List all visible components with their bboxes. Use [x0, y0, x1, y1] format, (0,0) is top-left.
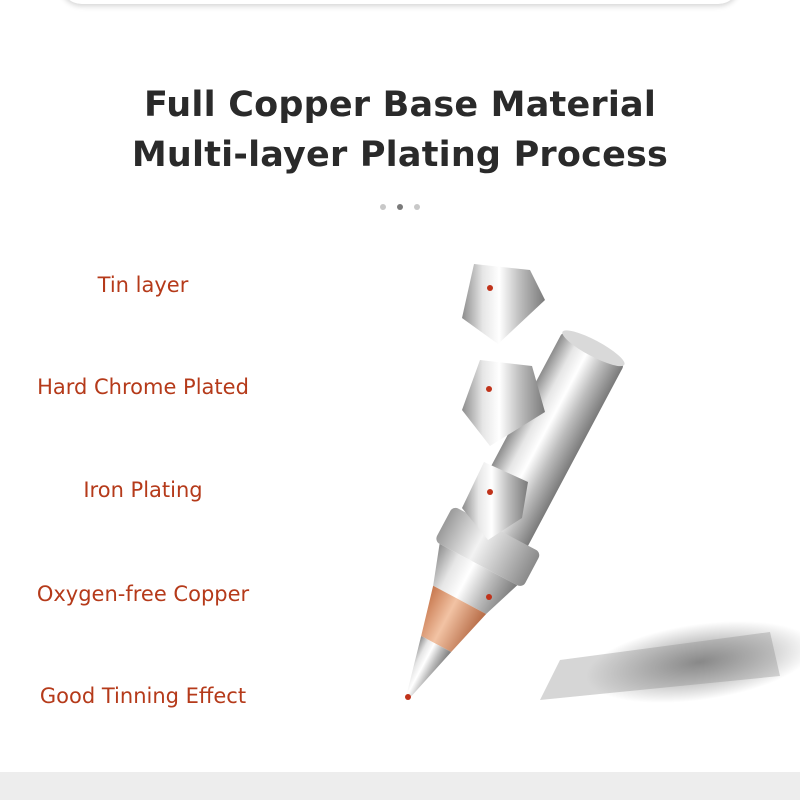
- copper-band: [421, 585, 487, 653]
- tip-point: [406, 636, 452, 698]
- top-card: [60, 0, 740, 4]
- tip-body-end: [562, 330, 625, 367]
- label-tin-layer: Tin layer: [97, 273, 189, 297]
- carousel-dot-2-active[interactable]: [397, 204, 403, 210]
- marker-dot-chrome: [486, 386, 492, 392]
- label-good-tinning-effect: Good Tinning Effect: [39, 684, 247, 708]
- shell-hard-chrome: [462, 360, 545, 446]
- headline-line-1: Full Copper Base Material: [143, 85, 657, 125]
- shell-iron-plating: [462, 462, 528, 540]
- label-hard-chrome-plated: Hard Chrome Plated: [37, 375, 249, 399]
- marker-dot-tin: [487, 285, 493, 291]
- marker-dot-iron: [487, 489, 493, 495]
- label-iron-plating: Iron Plating: [83, 478, 203, 502]
- headline-line-2: Multi-layer Plating Process: [131, 135, 669, 175]
- carousel-dot-3[interactable]: [414, 204, 421, 210]
- label-oxygen-free-copper: Oxygen-free Copper: [36, 582, 250, 606]
- tip-shadow: [540, 621, 800, 703]
- marker-dot-tinning: [405, 694, 411, 700]
- shell-tin-layer: [462, 264, 545, 344]
- marker-dot-copper: [486, 594, 492, 600]
- layer-marker-dots: [405, 285, 493, 700]
- bottom-band: [0, 772, 800, 800]
- tip-cone-upper: [433, 543, 518, 614]
- carousel-dot-1[interactable]: [379, 204, 386, 210]
- tip-collar: [436, 507, 540, 586]
- carousel-dots: [0, 195, 800, 214]
